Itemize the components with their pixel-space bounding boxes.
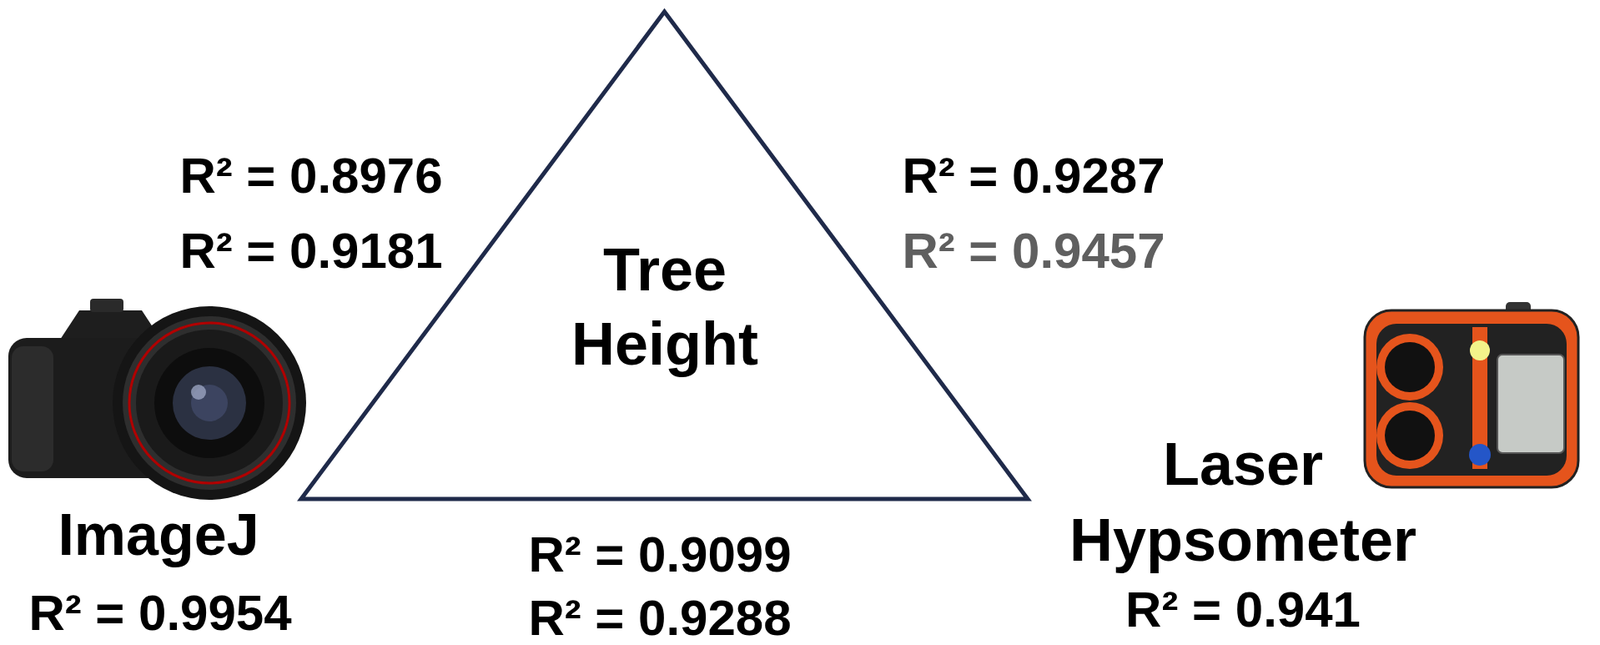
camera-picture — [8, 298, 307, 500]
method-name: ImageJ — [57, 501, 259, 569]
r-squared-value: R² = 0.9457 — [901, 221, 1165, 280]
r-squared-value: R² = 0.9181 — [179, 221, 443, 280]
node-title: Tree Height — [564, 232, 765, 382]
r-squared-value: R² = 0.9954 — [28, 583, 292, 642]
hypsometer-picture — [1364, 301, 1579, 488]
r-squared-value: R² = 0.8976 — [179, 146, 443, 205]
r-squared-value: R² = 0.941 — [1125, 580, 1361, 639]
r-squared-value: R² = 0.9287 — [901, 146, 1165, 205]
method-name: Laser Hypsometer — [1051, 426, 1435, 579]
r-squared-value: R² = 0.9288 — [528, 588, 791, 645]
r-squared-value: R² = 0.9099 — [528, 525, 791, 584]
